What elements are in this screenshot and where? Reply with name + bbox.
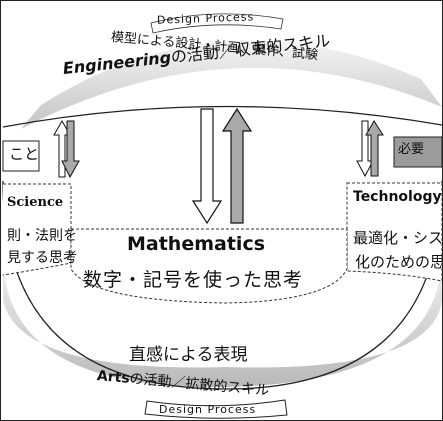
intuition-text: 直感による表現 — [129, 345, 248, 365]
upper-frame-line — [2, 105, 442, 128]
science-title: Science — [7, 195, 64, 210]
technology-line1: 最適化・システ — [353, 229, 443, 247]
science-box — [2, 183, 72, 276]
right-down-arrow — [356, 120, 374, 178]
bottom-design-process-label: Design Process — [159, 403, 257, 416]
center-up-arrow — [221, 107, 253, 224]
center-down-arrow — [191, 108, 223, 225]
technology-box — [346, 182, 442, 282]
left-up-arrow — [53, 119, 71, 178]
right-side-label: 必要 — [398, 142, 425, 157]
science-line1: 則・法則を — [7, 228, 77, 244]
bottom-design-process-tag — [144, 399, 288, 419]
left-down-arrow — [61, 120, 80, 179]
technology-line2: 化のための思 — [355, 253, 443, 271]
left-side-label-box — [2, 140, 40, 172]
technology-title: Technology — [353, 189, 442, 205]
engineering-band — [21, 40, 442, 129]
top-design-process-label: Design Process — [156, 10, 255, 27]
mathematics-desc: 数字・記号を使った思考 — [83, 269, 304, 291]
mathematics-box — [70, 228, 348, 304]
mathematics-title: Mathematics — [127, 233, 266, 255]
right-up-arrow — [365, 120, 384, 177]
lens-outline — [2, 180, 442, 390]
right-side-label-box — [393, 136, 442, 168]
left-side-label: こと — [9, 145, 40, 163]
science-line2: 見する思考 — [7, 250, 77, 266]
arts-prefix: Arts — [96, 368, 131, 387]
top-design-process-tag — [150, 13, 284, 34]
